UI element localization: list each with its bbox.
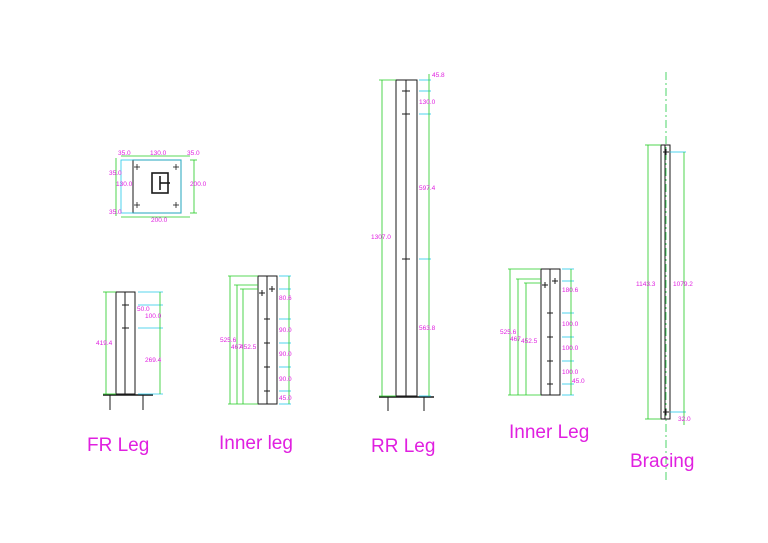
inner-leg-1-dim-sub1: 467: [231, 344, 242, 351]
inner-leg-2-dim-sub1: 467: [510, 336, 521, 343]
bracing-label: Bracing: [630, 451, 694, 472]
base-plate-drawing: 35.0 130.0 35.0 35.0 130.0 35.0 200.0 20…: [109, 150, 207, 224]
bracing-drawing: 1143.3 1079.2 32.0: [636, 72, 693, 482]
inner-leg-2-label: Inner Leg: [509, 422, 589, 443]
inner-leg-1-drawing: 525.6 467 452.5 80.6 90.0 90.0 90.0 45.0: [220, 275, 292, 405]
bracing-dim-left: 1143.3: [636, 281, 656, 288]
bracing-dim-bottom: 32.0: [678, 416, 691, 423]
rr-leg-dim-mid: 597.4: [419, 185, 436, 192]
inner-leg-2-dim-1: 180.6: [562, 287, 579, 294]
rr-leg-label: RR Leg: [371, 436, 435, 457]
rr-leg-dim-total: 1307.0: [371, 234, 391, 241]
inner-leg-2-dim-4: 100.0: [562, 369, 579, 376]
inner-leg-1-dim-sub2: 452.5: [240, 344, 257, 351]
fr-leg-dim-pitch: 100.0: [145, 313, 162, 320]
base-plate-dim-left-top: 35.0: [109, 170, 122, 177]
inner-leg-2-dim-overall: 525.6: [500, 329, 517, 336]
rr-leg-dim-bottom: 563.8: [419, 325, 436, 332]
inner-leg-2-dim-5: 45.0: [572, 378, 585, 385]
base-plate-dim-bottom: 200.0: [151, 217, 168, 224]
inner-leg-1-dim-3: 90.0: [279, 351, 292, 358]
base-plate-dim-top-right: 35.0: [187, 150, 200, 157]
inner-leg-2-drawing: 525.6 467 452.5 180.6 100.0 100.0 100.0 …: [500, 268, 585, 396]
inner-leg-1-dim-4: 90.0: [279, 376, 292, 383]
inner-leg-1-dim-overall: 525.6: [220, 337, 237, 344]
fr-leg-label: FR Leg: [87, 435, 149, 456]
inner-leg-1-dim-5: 45.0: [279, 395, 292, 402]
inner-leg-1-dim-2: 90.0: [279, 327, 292, 334]
base-plate-dim-left-mid: 130.0: [116, 181, 133, 188]
inner-leg-1-label: Inner leg: [219, 433, 293, 454]
rr-leg-dim-top: 45.8: [432, 72, 445, 79]
fr-leg-drawing: 419.4 50.0 100.0 269.4: [96, 291, 163, 410]
inner-leg-2-dim-sub2: 452.5: [521, 338, 538, 345]
base-plate-dim-top-left: 35.0: [118, 150, 131, 157]
fr-leg-dim-top: 50.0: [137, 306, 150, 313]
base-plate-dim-right: 200.0: [190, 181, 207, 188]
rr-leg-drawing: 45.8 130.0 597.4 1307.0 563.8: [371, 72, 445, 411]
base-plate-dim-left-bottom: 35.0: [109, 209, 122, 216]
inner-leg-1-dim-1: 80.6: [279, 295, 292, 302]
fr-leg-dim-bottom: 269.4: [145, 357, 162, 364]
base-plate-dim-top-mid: 130.0: [150, 150, 167, 157]
inner-leg-2-dim-3: 100.0: [562, 345, 579, 352]
inner-leg-2-dim-2: 100.0: [562, 321, 579, 328]
fr-leg-dim-total: 419.4: [96, 340, 113, 347]
rr-leg-dim-pitch: 130.0: [419, 99, 436, 106]
bracing-dim-right: 1079.2: [673, 281, 693, 288]
